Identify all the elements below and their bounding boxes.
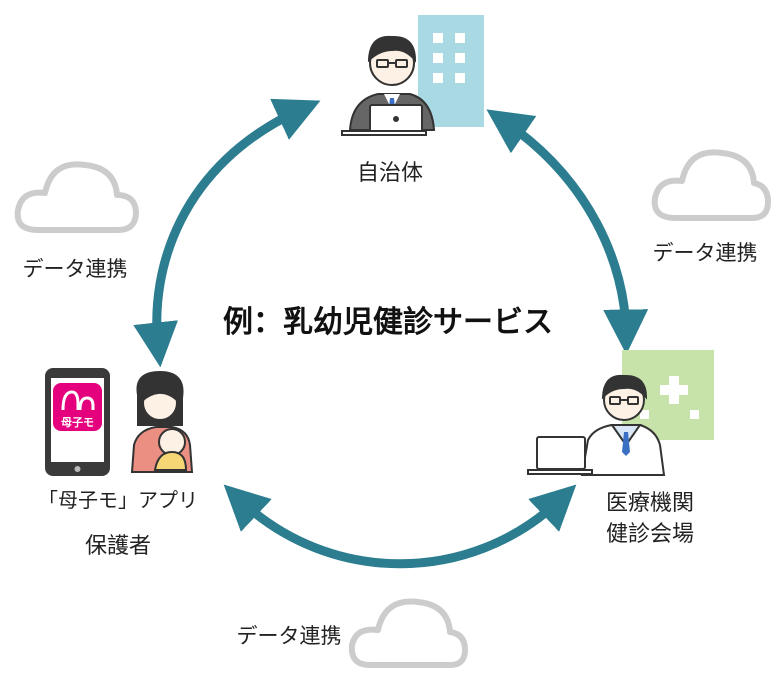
cloud-icon xyxy=(14,161,139,233)
node-label-medical-line2: 健診会場 xyxy=(606,522,694,547)
doctor-icon xyxy=(580,374,666,476)
link-label-left: データ連携 xyxy=(23,257,128,281)
laptop-icon xyxy=(527,436,593,475)
app-icon-text: 母子モ xyxy=(61,416,94,429)
node-label-government: 自治体 xyxy=(357,161,423,186)
node-label-guardian: 保護者 xyxy=(85,534,151,559)
diagram-title: 例：乳幼児健診サービス xyxy=(223,305,553,340)
officer-icon xyxy=(341,35,436,136)
arrow-bottom xyxy=(223,484,577,569)
cloud-icon xyxy=(651,149,771,221)
link-label-bottom: データ連携 xyxy=(237,624,342,648)
arrow-right xyxy=(486,109,649,355)
arrow-left xyxy=(133,98,321,368)
app-icon: 母子モ xyxy=(53,383,102,431)
node-label-app: 「母子モ」アプリ xyxy=(38,488,198,512)
node-label-medical-line1: 医療機関 xyxy=(606,491,694,516)
mother-baby-icon xyxy=(130,370,194,473)
cloud-icon xyxy=(348,598,468,668)
link-label-right: データ連携 xyxy=(653,241,758,265)
